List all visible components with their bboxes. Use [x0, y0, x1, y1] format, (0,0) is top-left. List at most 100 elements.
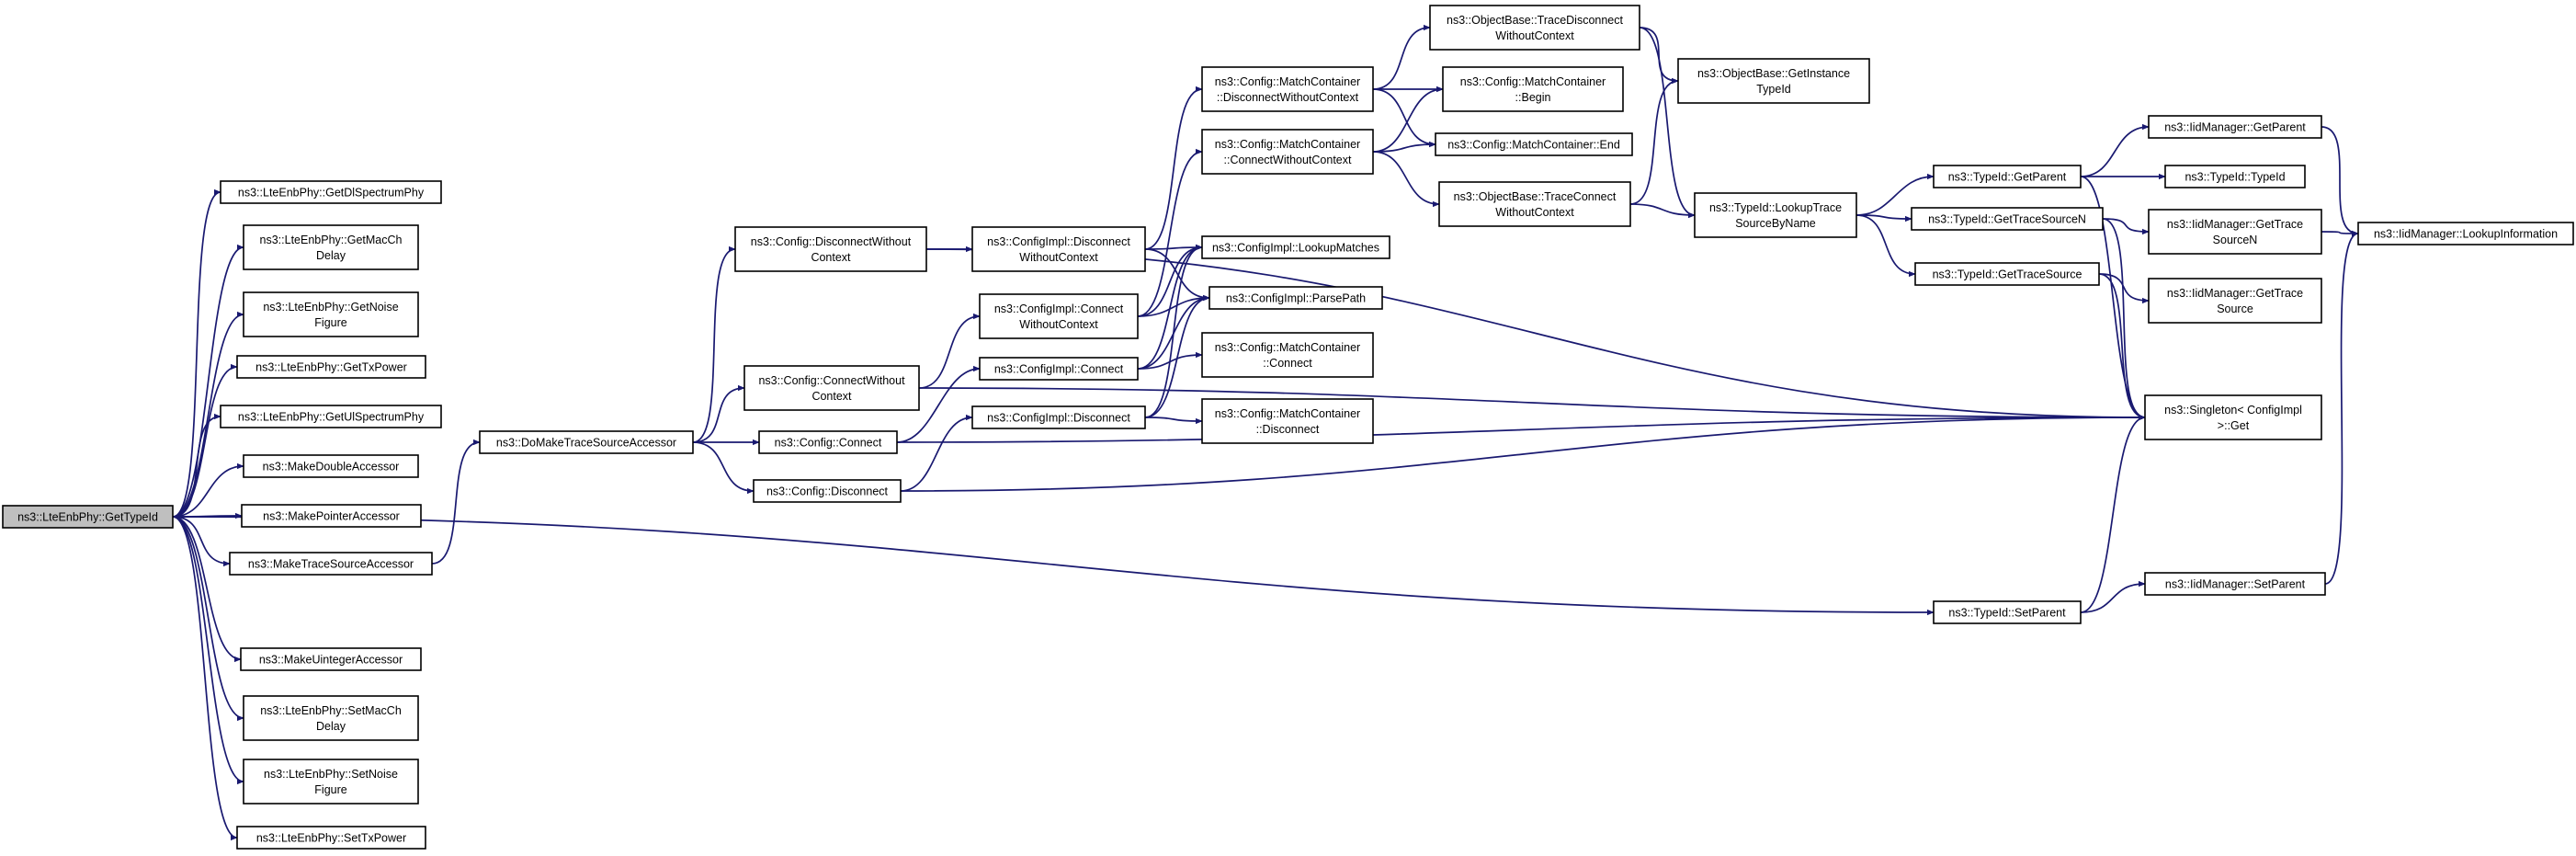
edge-obTraceConnWC-to-lookupTrace: [1629, 203, 1696, 219]
node-cfgDisconnect[interactable]: ns3::Config::Disconnect: [753, 479, 902, 503]
node-label: ns3::Config::Disconnect: [766, 485, 889, 498]
node-iidLookupInfo[interactable]: ns3::IidManager::LookupInformation: [2357, 222, 2574, 245]
node-iidGetParent[interactable]: ns3::IidManager::GetParent: [2148, 115, 2322, 139]
node-box: [243, 695, 419, 741]
node-label: ns3::MakePointerAccessor: [263, 510, 400, 523]
node-box: [1694, 192, 1857, 238]
node-tidGetTrace[interactable]: ns3::TypeId::GetTraceSource: [1914, 262, 2100, 286]
node-setTx[interactable]: ns3::LteEnbPhy::SetTxPower: [236, 826, 426, 850]
node-box: [229, 552, 433, 576]
node-label: ns3::TypeId::GetTraceSource: [1933, 268, 2082, 281]
node-box: [1677, 58, 1870, 104]
edge-root-to-mkTrace: [172, 516, 231, 567]
node-parsePath[interactable]: ns3::ConfigImpl::ParsePath: [1209, 286, 1383, 310]
node-label: ns3::LteEnbPhy::SetMacCh: [260, 704, 402, 717]
node-tidGetTraceN[interactable]: ns3::TypeId::GetTraceSourceN: [1911, 207, 2104, 231]
node-tidGetParent[interactable]: ns3::TypeId::GetParent: [1933, 165, 2082, 188]
node-label: ns3::MakeUintegerAccessor: [259, 654, 403, 667]
node-label: ::DisconnectWithoutContext: [1217, 91, 1359, 104]
edge-implConnWC-to-lookupMatches: [1137, 244, 1203, 317]
node-implDisconnect[interactable]: ns3::ConfigImpl::Disconnect: [971, 405, 1146, 429]
node-cfgConnWC[interactable]: ns3::Config::ConnectWithoutContext: [743, 365, 920, 411]
edge-root-to-setNoise: [172, 516, 244, 785]
edge-doMake-to-cfgDisconnWC: [692, 245, 736, 443]
node-box: [2148, 209, 2322, 255]
node-label: ns3::Config::MatchContainer: [1215, 407, 1360, 420]
node-root[interactable]: ns3::LteEnbPhy::GetTypeId: [2, 505, 174, 529]
edge-cfgDisconnWC-to-singleton: [925, 248, 2146, 421]
edge-cfgConnect-to-singleton: [896, 414, 2146, 443]
node-mcConnect[interactable]: ns3::Config::MatchContainer::Connect: [1201, 332, 1374, 378]
node-getDl[interactable]: ns3::LteEnbPhy::GetDlSpectrumPhy: [220, 180, 442, 204]
node-box: [971, 226, 1146, 272]
node-cfgDisconnWC[interactable]: ns3::Config::DisconnectWithoutContext: [734, 226, 927, 272]
node-label: ns3::TypeId::GetTraceSourceN: [1928, 213, 2086, 226]
edge-iidSetParent-to-iidLookupInfo: [2324, 230, 2359, 585]
node-box: [1429, 5, 1640, 51]
node-singleton[interactable]: ns3::Singleton< ConfigImpl>::Get: [2144, 394, 2322, 440]
node-getTx[interactable]: ns3::LteEnbPhy::GetTxPower: [236, 355, 426, 379]
node-implConnect[interactable]: ns3::ConfigImpl::Connect: [979, 357, 1139, 381]
edge-root-to-getMac: [172, 244, 244, 518]
node-mcEnd[interactable]: ns3::Config::MatchContainer::End: [1435, 132, 1633, 156]
node-implConnWC[interactable]: ns3::ConfigImpl::ConnectWithoutContext: [979, 293, 1139, 339]
node-mkPointer[interactable]: ns3::MakePointerAccessor: [241, 504, 422, 528]
edge-tidGetParent-to-iidGetParent: [2080, 123, 2150, 177]
node-box: [2357, 222, 2574, 245]
node-box: [979, 293, 1139, 339]
node-box: [1201, 235, 1390, 259]
edge-implDisconnWC-to-lookupMatches: [1144, 244, 1203, 251]
node-getUl[interactable]: ns3::LteEnbPhy::GetUlSpectrumPhy: [220, 405, 442, 428]
node-tidTypeId[interactable]: ns3::TypeId::TypeId: [2164, 165, 2306, 188]
node-obTraceDisconnWC[interactable]: ns3::ObjectBase::TraceDisconnectWithoutC…: [1429, 5, 1640, 51]
node-box: [1209, 286, 1383, 310]
edge-root-to-setTx: [172, 516, 238, 841]
node-mcBegin[interactable]: ns3::Config::MatchContainer::Begin: [1442, 66, 1624, 112]
node-mcDisconnWC[interactable]: ns3::Config::MatchContainer::DisconnectW…: [1201, 66, 1374, 112]
node-label: WithoutContext: [1495, 29, 1574, 42]
edge-root-to-setMac: [172, 516, 244, 722]
edge-tidGetTrace-to-iidGetTrace: [2098, 273, 2150, 304]
edge-root-to-mkDouble: [172, 462, 244, 518]
node-doMake[interactable]: ns3::DoMakeTraceSourceAccessor: [479, 430, 694, 454]
node-mkDouble[interactable]: ns3::MakeDoubleAccessor: [243, 454, 419, 478]
node-label: ns3::ObjectBase::GetInstance: [1697, 67, 1850, 80]
node-iidSetParent[interactable]: ns3::IidManager::SetParent: [2144, 572, 2326, 596]
edge-tidSetParent-to-iidSetParent: [2080, 580, 2146, 613]
node-box: [240, 647, 422, 671]
node-box: [743, 365, 920, 411]
node-iidGetTrace[interactable]: ns3::IidManager::GetTraceSource: [2148, 278, 2322, 324]
node-mcConnWC[interactable]: ns3::Config::MatchContainer::ConnectWith…: [1201, 129, 1374, 175]
node-label: ns3::TypeId::TypeId: [2184, 171, 2285, 184]
node-mkUint[interactable]: ns3::MakeUintegerAccessor: [240, 647, 422, 671]
node-box: [236, 826, 426, 850]
node-cfgConnect[interactable]: ns3::Config::Connect: [758, 430, 898, 454]
node-obTraceConnWC[interactable]: ns3::ObjectBase::TraceConnectWithoutCont…: [1438, 181, 1631, 227]
edge-implDisconnWC-to-mcDisconnWC: [1144, 86, 1203, 250]
node-label: ns3::MakeDoubleAccessor: [263, 461, 400, 474]
node-lookupMatches[interactable]: ns3::ConfigImpl::LookupMatches: [1201, 235, 1390, 259]
node-implDisconnWC[interactable]: ns3::ConfigImpl::DisconnectWithoutContex…: [971, 226, 1146, 272]
node-iidGetTraceN[interactable]: ns3::IidManager::GetTraceSourceN: [2148, 209, 2322, 255]
edge-cfgDisconnect-to-singleton: [900, 414, 2146, 492]
node-mkTrace[interactable]: ns3::MakeTraceSourceAccessor: [229, 552, 433, 576]
node-box: [1914, 262, 2100, 286]
node-box: [1201, 129, 1374, 175]
edge-root-to-getNoise: [172, 311, 244, 518]
node-label: WithoutContext: [1495, 206, 1574, 219]
node-mcDisconnect[interactable]: ns3::Config::MatchContainer::Disconnect: [1201, 398, 1374, 444]
node-tidSetParent[interactable]: ns3::TypeId::SetParent: [1933, 600, 2082, 624]
node-box: [2, 505, 174, 529]
node-label: ns3::ConfigImpl::LookupMatches: [1212, 242, 1379, 255]
node-label: ns3::IidManager::GetParent: [2164, 121, 2306, 134]
edge-iidGetTraceN-to-iidLookupInfo: [2321, 230, 2359, 237]
node-box: [1435, 132, 1633, 156]
node-label: ns3::LteEnbPhy::SetTxPower: [256, 832, 406, 845]
edge-lookupTrace-to-tidGetTraceN: [1855, 214, 1912, 223]
